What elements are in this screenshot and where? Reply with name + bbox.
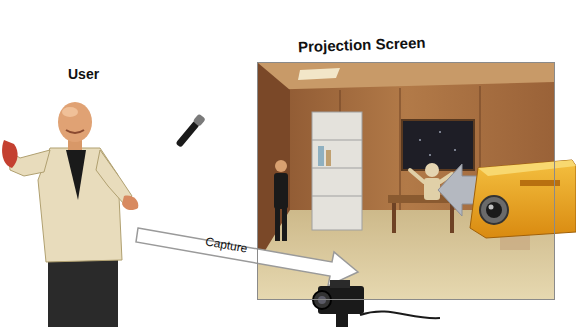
capture-arrow	[136, 228, 358, 286]
projection-screen: Projection Screen	[257, 62, 555, 300]
screen-heading: Projection Screen	[298, 34, 426, 55]
projector	[470, 160, 576, 238]
camera	[313, 280, 440, 327]
user-figure	[2, 102, 138, 327]
figure-label: User	[68, 66, 99, 82]
standing-avatar	[274, 160, 288, 241]
microphone	[175, 113, 206, 148]
